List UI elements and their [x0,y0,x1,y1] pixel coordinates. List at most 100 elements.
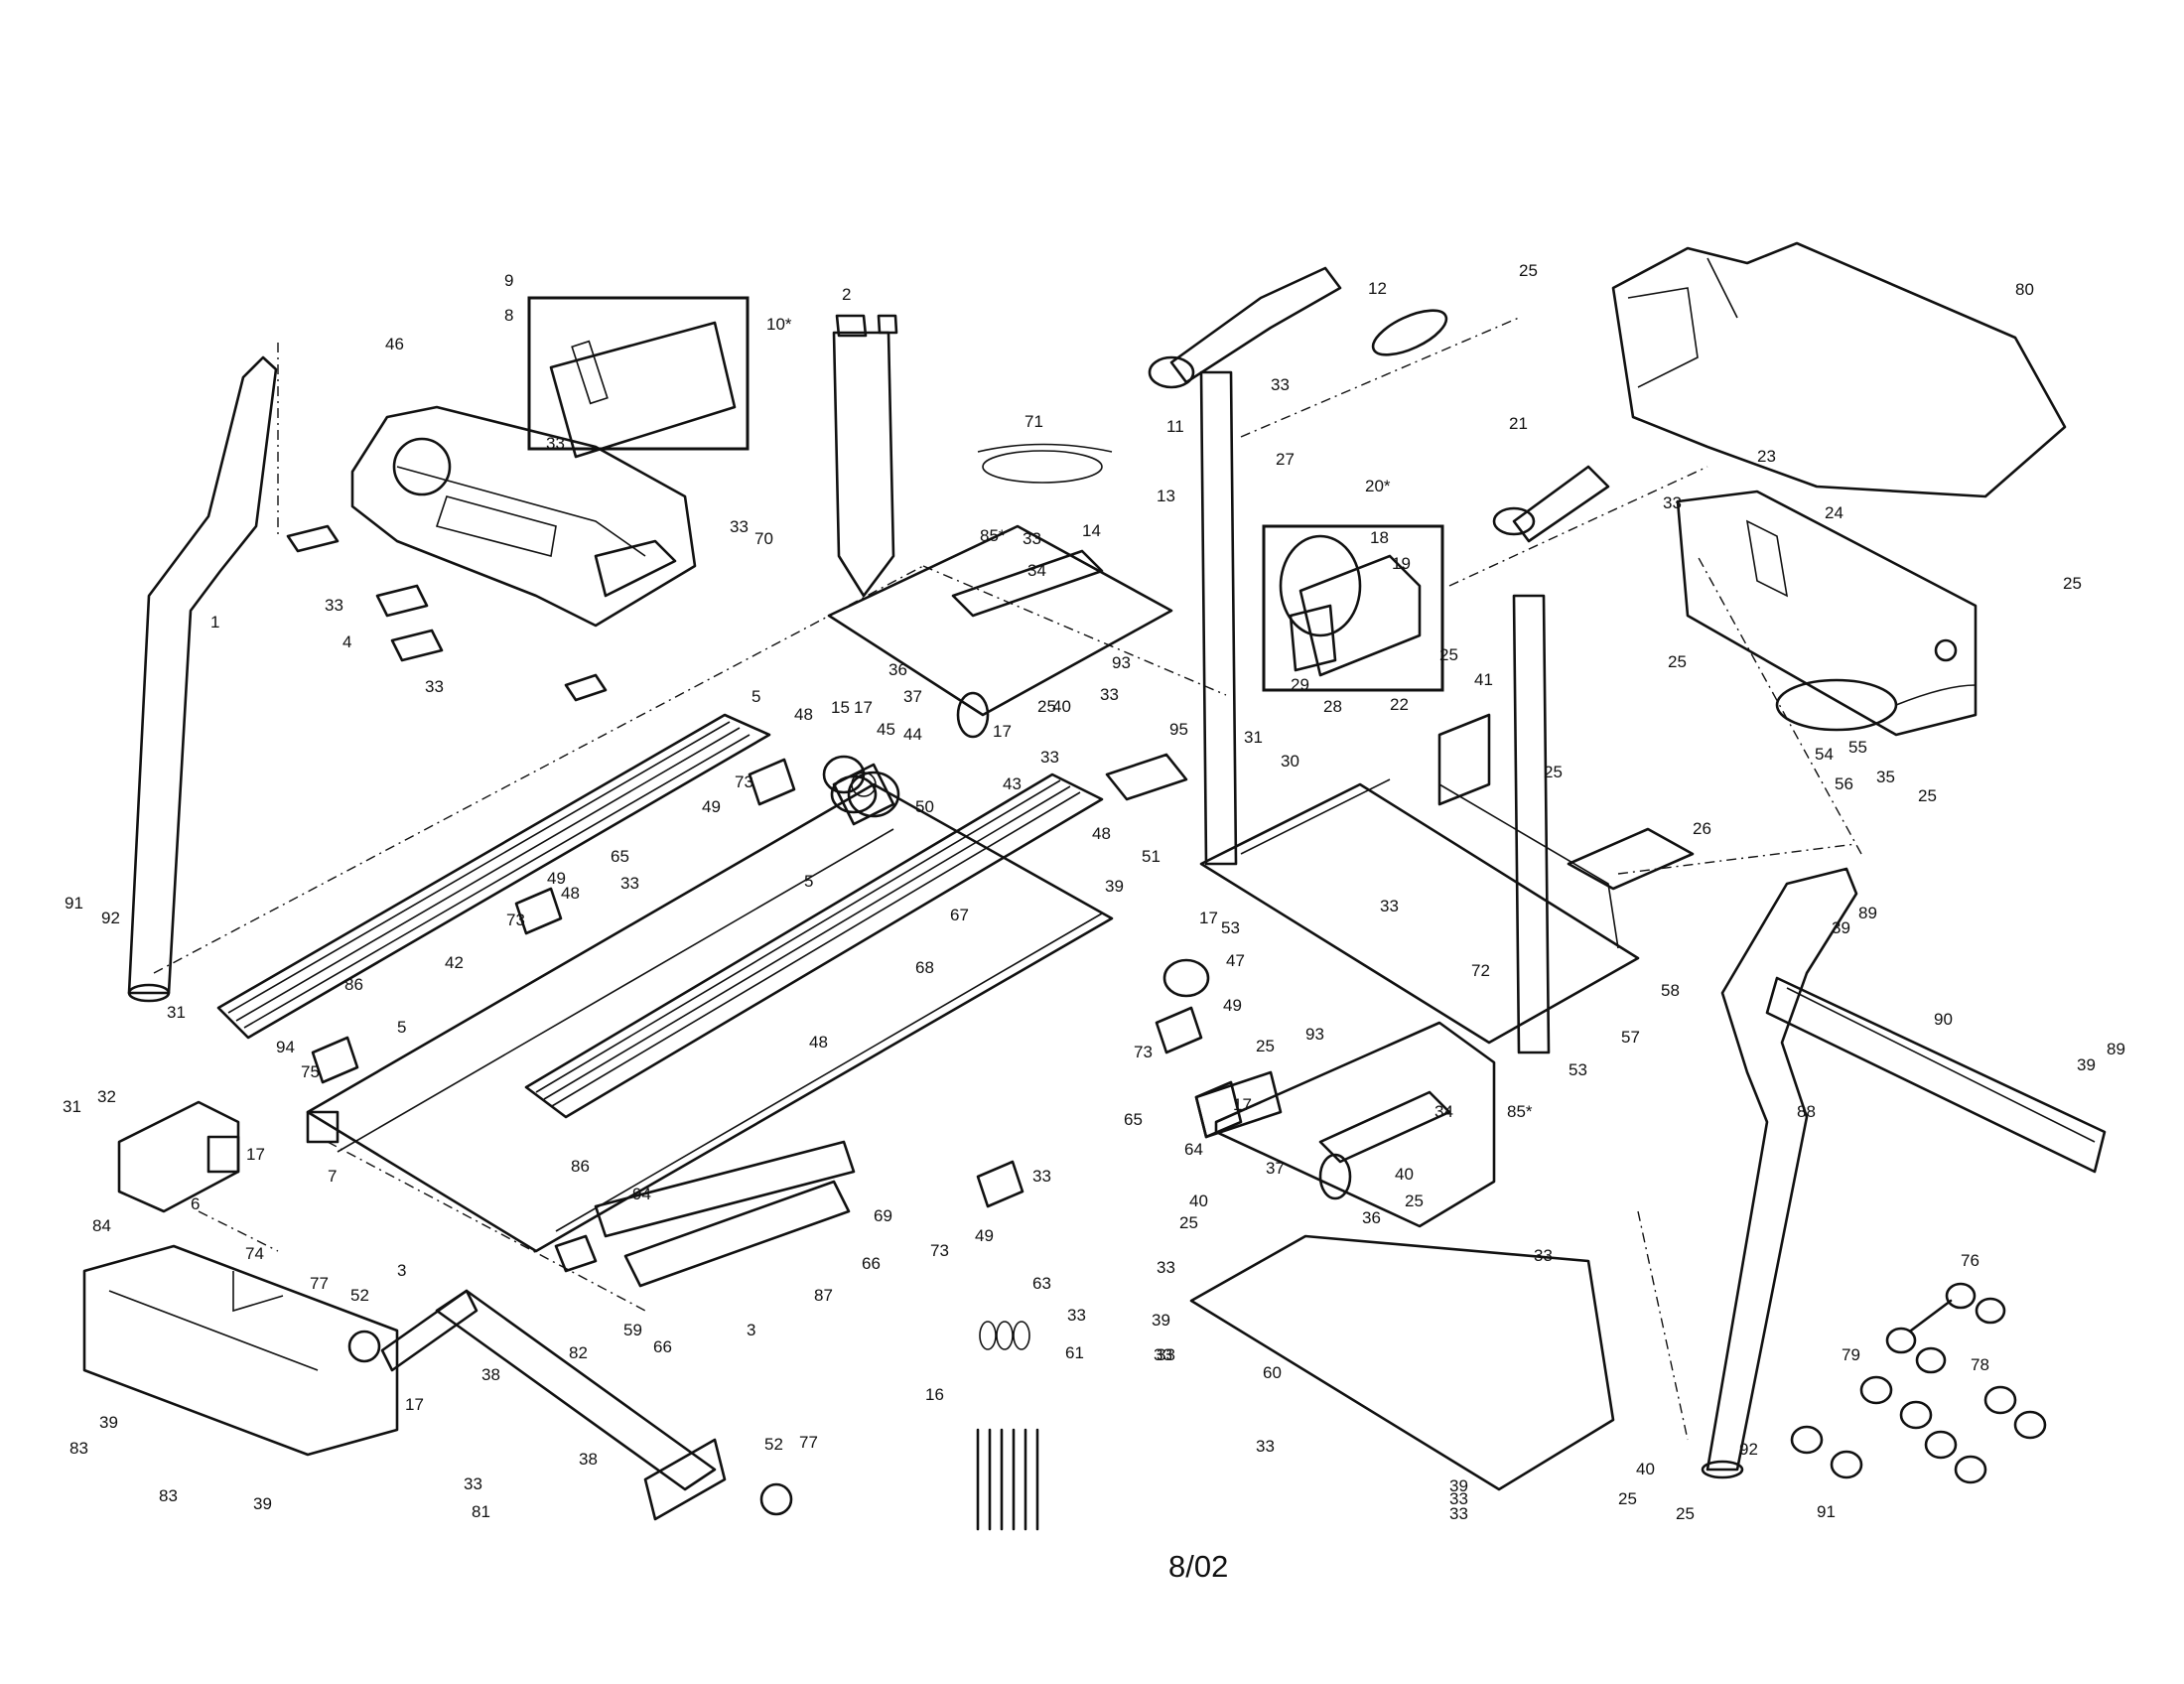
callout-25d: 25 [1668,652,1687,671]
callout-16: 16 [925,1385,944,1404]
callout-25e: 25 [1439,645,1458,664]
callout-73c: 73 [1134,1043,1153,1061]
callout-76: 76 [1961,1251,1979,1270]
callout-33g: 33 [1100,685,1119,704]
callout-85a: 85* [980,526,1006,545]
callout-31a: 31 [167,1003,186,1022]
callout-86b: 86 [571,1157,590,1176]
callout-73a: 73 [735,772,753,791]
callout-33b: 33 [730,517,749,536]
callout-14: 14 [1082,521,1101,540]
callout-88: 88 [1797,1102,1816,1121]
dumbbells [1790,1282,2047,1484]
deck-frame [306,782,1114,1253]
callout-73b: 73 [506,911,525,929]
callout-39b: 39 [99,1413,118,1432]
callout-85b: 85* [1507,1102,1533,1121]
callout-39d: 39 [1152,1311,1170,1330]
callout-91a: 91 [65,894,83,912]
callout-40b: 40 [1395,1165,1414,1184]
callout-33o: 33 [1534,1246,1553,1265]
callout-36b: 36 [1362,1208,1381,1227]
callout-92a: 92 [101,909,120,927]
callout-45: 45 [877,720,895,739]
callout-48b: 48 [1092,824,1111,843]
callout-69: 69 [874,1206,892,1225]
console [350,405,697,628]
callout-39c: 39 [253,1494,272,1513]
callout-82: 82 [569,1343,588,1362]
callout-44: 44 [903,725,922,744]
base-frame [1199,782,1640,1045]
callout-84: 84 [92,1216,111,1235]
callout-89a: 89 [1858,904,1877,922]
callout-29: 29 [1291,675,1309,694]
callout-34b: 34 [1434,1102,1453,1121]
callout-12: 12 [1368,279,1387,298]
callout-66a: 66 [862,1254,881,1273]
callout-48d: 48 [809,1033,828,1052]
callout-23: 23 [1757,447,1776,466]
callout-33t: 33 [1157,1345,1175,1364]
callout-25j: 25 [1179,1213,1198,1232]
callout-83a: 83 [69,1439,88,1458]
callout-15: 15 [831,698,850,717]
callout-33a: 33 [546,434,565,453]
callout-8: 8 [504,306,513,325]
right-upright [1706,867,1858,1472]
callout-33k: 33 [1032,1167,1051,1186]
callout-5b: 5 [804,872,813,891]
callout-70: 70 [754,529,773,548]
callout-40c: 40 [1189,1192,1208,1210]
callout-94b: 94 [632,1185,651,1203]
callout-40d: 40 [1636,1460,1655,1478]
callout-7: 7 [328,1167,337,1186]
callout-1: 1 [210,613,219,632]
callout-26: 26 [1693,819,1711,838]
callout-25c: 25 [1037,697,1056,716]
callout-33r: 33 [1449,1504,1468,1523]
callout-11: 11 [1166,417,1184,436]
callout-18: 18 [1370,528,1389,547]
motor [117,1100,240,1213]
right-side-rail [524,772,1104,1119]
callout-74: 74 [245,1244,264,1263]
callout-52b: 52 [764,1435,783,1454]
callout-89b: 89 [2107,1040,2125,1058]
callout-21: 21 [1509,414,1528,433]
callout-47: 47 [1226,951,1245,970]
callout-73d: 73 [930,1241,949,1260]
callout-2: 2 [842,285,851,304]
callout-56: 56 [1835,774,1853,793]
callout-31c: 31 [1244,728,1263,747]
callout-33p: 33 [1256,1437,1275,1456]
callout-38a: 38 [481,1365,500,1384]
callout-33c: 33 [325,596,343,615]
callout-71: 71 [1024,412,1043,431]
callout-27: 27 [1276,450,1295,469]
callout-77a: 77 [310,1274,329,1293]
left-side-rail [216,713,771,1040]
rear-foot [82,1244,399,1457]
callout-59: 59 [623,1321,642,1339]
callout-64: 64 [1184,1140,1203,1159]
callout-19: 19 [1392,554,1411,573]
callout-25g: 25 [1918,786,1937,805]
callout-20: 20* [1365,477,1391,495]
callout-75: 75 [301,1062,320,1081]
callout-25i: 25 [1405,1192,1424,1210]
callout-31b: 31 [63,1097,81,1116]
callout-17c: 17 [1199,909,1218,927]
callout-67: 67 [950,906,969,924]
callout-33u: 33 [1663,493,1682,512]
callout-65b: 65 [1124,1110,1143,1129]
callout-39f: 39 [1832,918,1850,937]
callout-9: 9 [504,271,513,290]
callout-41: 41 [1474,670,1493,689]
callout-79: 79 [1842,1345,1860,1364]
callout-53b: 53 [1569,1060,1587,1079]
callout-53a: 53 [1221,918,1240,937]
callout-50: 50 [915,797,934,816]
motor-box [1262,524,1444,692]
callout-65a: 65 [611,847,629,866]
